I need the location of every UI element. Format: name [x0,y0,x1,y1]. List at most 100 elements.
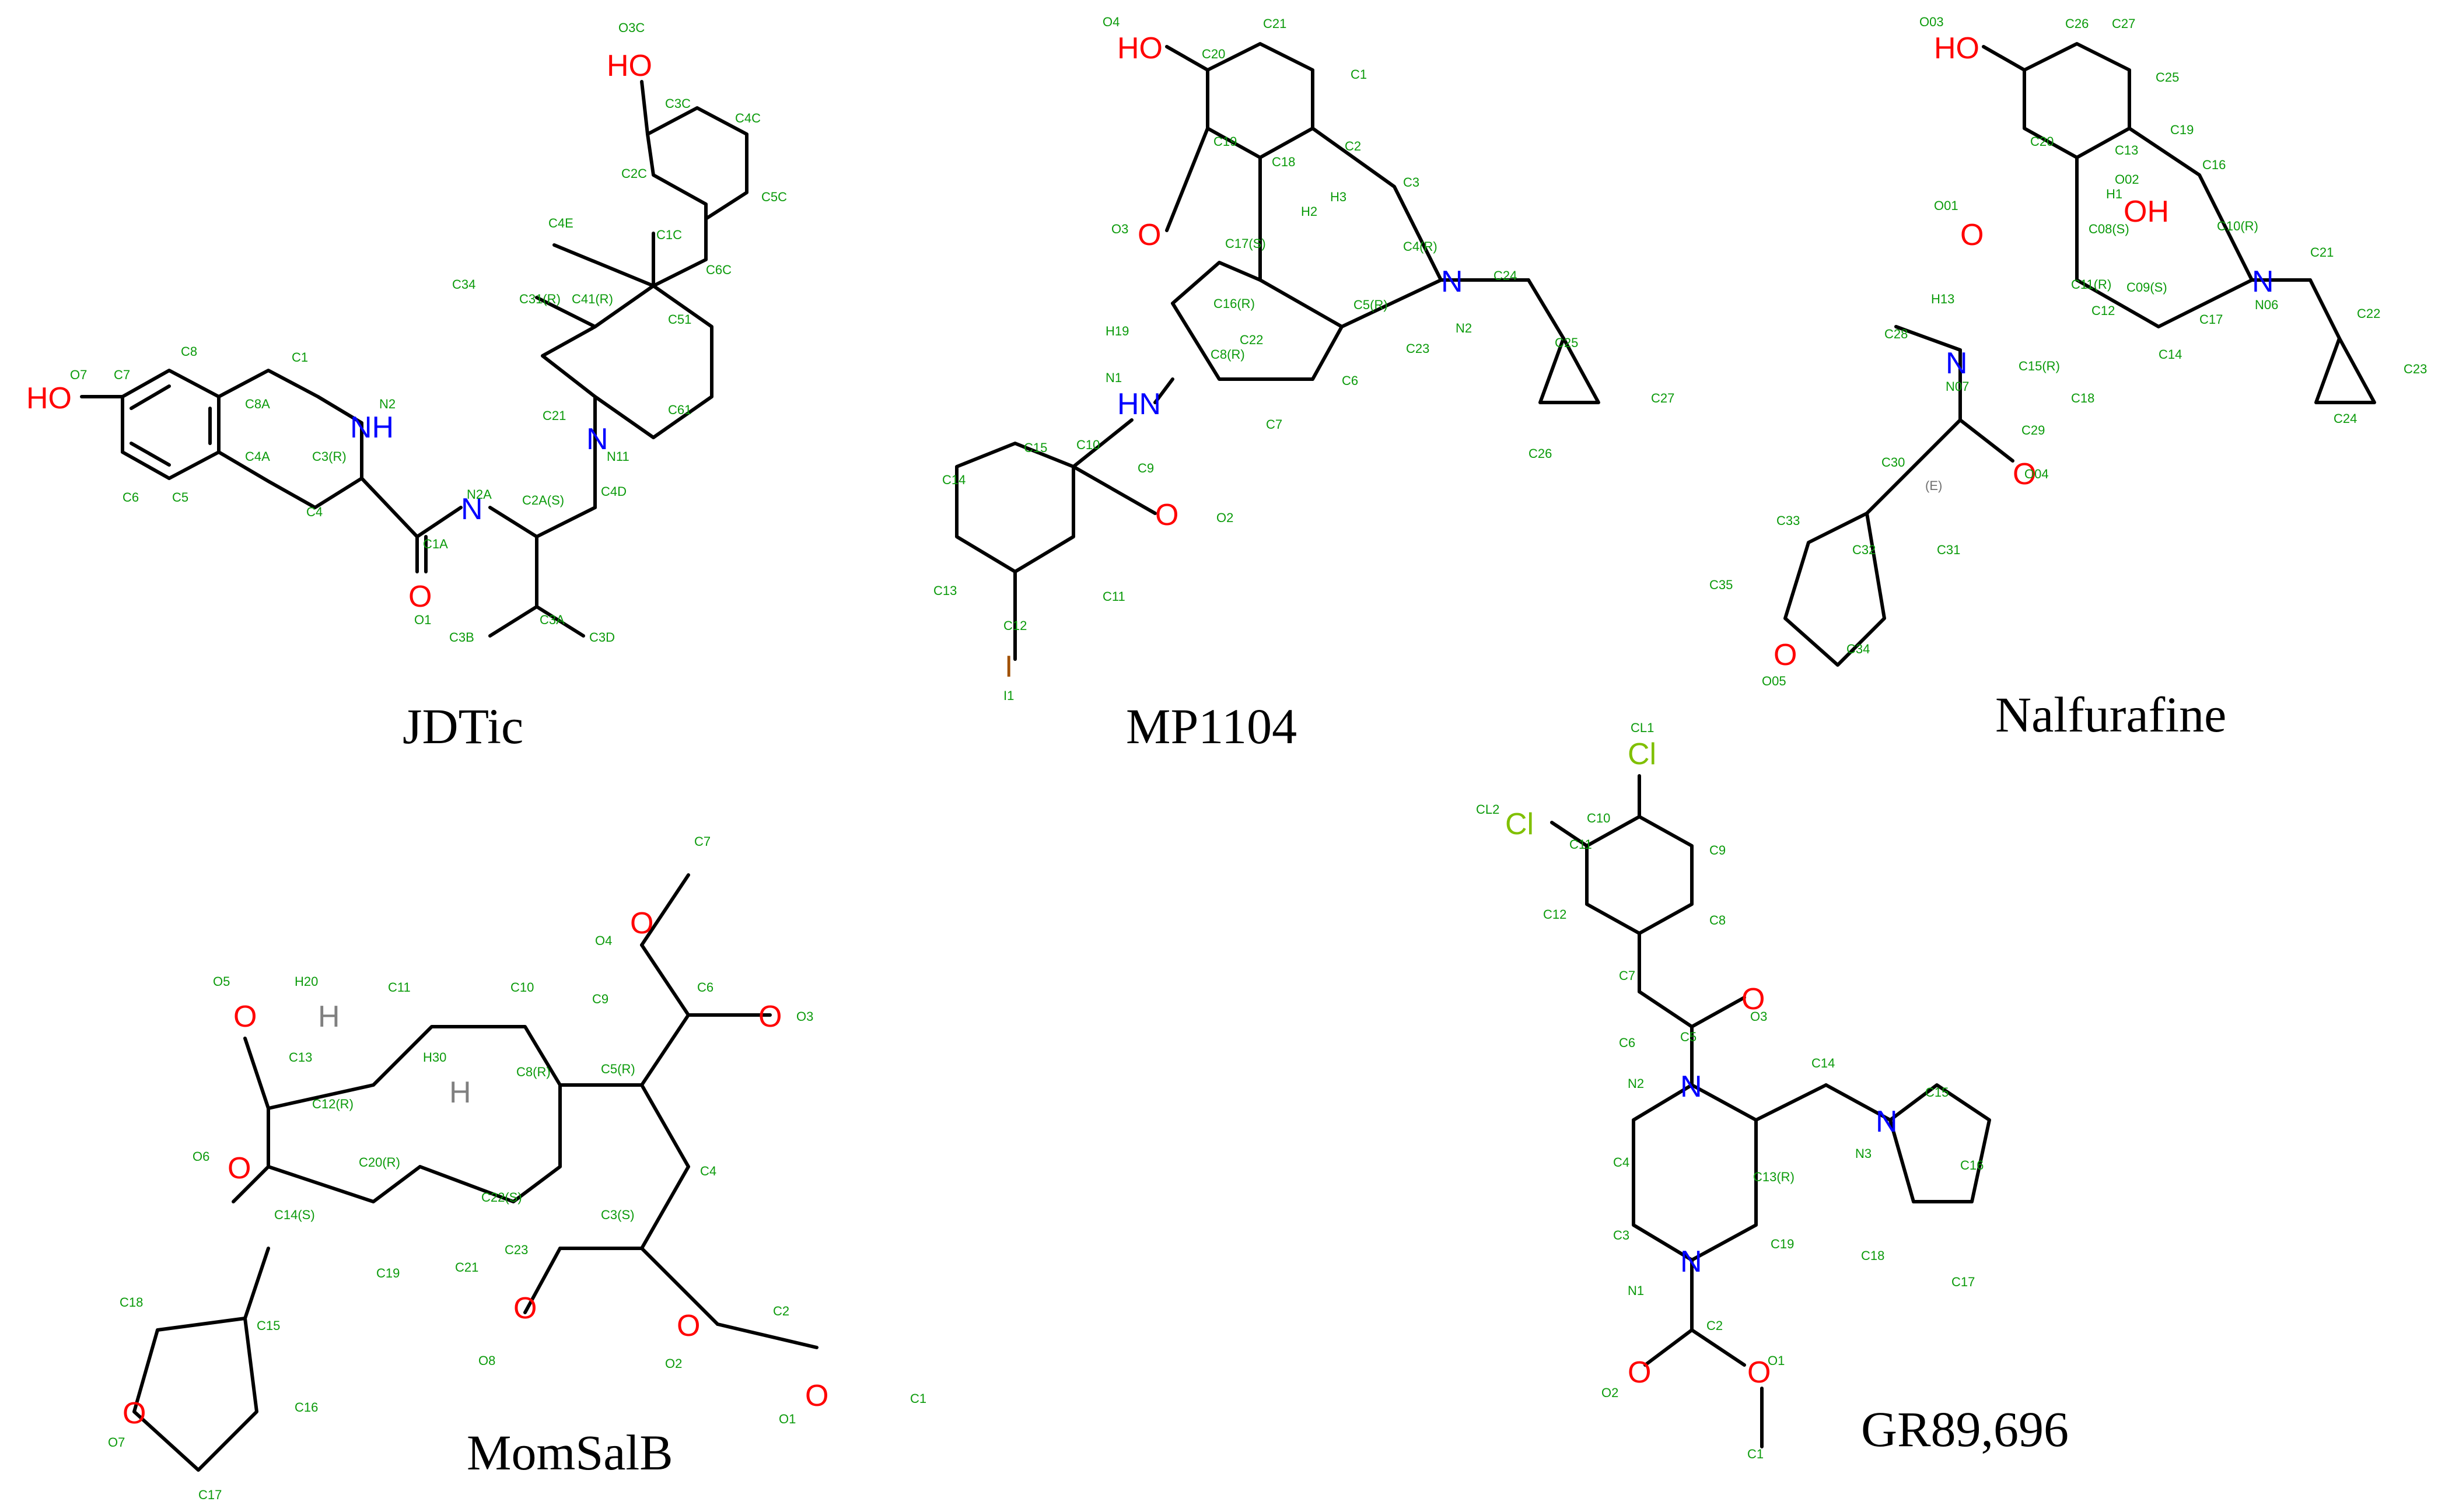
atom-label: C14 [942,473,966,487]
atom-label: C16 [295,1400,318,1415]
atom-label: C26 [2065,16,2089,31]
atom-label: O4 [1103,15,1120,29]
atom-label: O5 [213,974,230,989]
atom-label: C10 [510,980,534,995]
atom-label: C12(R) [312,1097,354,1111]
molecule-mp1104: HO O N HN O I [955,32,1600,684]
atom-label: O1 [779,1412,796,1426]
atom-label: C9 [592,992,608,1006]
gr-cl2-label: Cl [1505,807,1534,841]
nalfurafine-o05-label: O [1774,638,1797,672]
atom-label: O03 [1919,15,1944,29]
atom-label: C13 [933,583,957,598]
atom-label: I1 [1003,688,1014,703]
atom-label: C3 [1403,175,1419,190]
mp1104-i-label: I [1005,650,1013,684]
atom-label: C27 [2112,16,2135,31]
atom-label: C6 [1342,373,1358,388]
atom-label: O3 [796,1009,813,1024]
atom-label: C12 [1543,907,1566,922]
atom-label: C21 [1263,16,1286,31]
atom-label: C27 [1651,391,1674,405]
nalfurafine-oh-label: HO [1934,32,1979,65]
atom-label: C11 [1569,837,1592,852]
atom-label: C7 [114,368,130,382]
atom-label: C23 [505,1242,528,1257]
atom-label: N1 [1628,1283,1644,1298]
momsalb-o6-label: O [228,1152,251,1185]
atom-label: C8 [1709,913,1726,928]
atom-label: C61 [668,402,691,417]
atom-label: O1 [414,612,431,627]
jdtic-oh-label: HO [26,382,72,415]
atom-label: N1 [1106,370,1122,385]
atom-label: C24 [1493,268,1517,283]
atom-label: C16 [2202,158,2226,172]
atom-label: C11 [1103,589,1125,604]
atom-label: C23 [2404,362,2427,376]
gr-n1-label: N [1680,1245,1702,1279]
atom-label: C28 [1884,327,1908,341]
atom-label: N07 [1946,379,1969,394]
atom-label: N11 [607,449,629,464]
atom-label: C21 [543,408,566,423]
atom-label: C3(S) [601,1208,634,1222]
mp1104-o2-label: O [1155,498,1178,532]
atom-label: C20 [1202,47,1225,61]
mp1104-o3-label: O [1138,218,1161,252]
caption-jdtic: JDTic [403,698,524,754]
atom-label: C12 [2091,303,2115,318]
atom-label: C3A [540,612,565,627]
atom-label: C8(R) [1211,347,1245,362]
molecule-nalfurafine: HO O OH N N O O [1774,32,2376,672]
atom-label: C7 [1266,417,1282,432]
atom-label: N2 [1628,1076,1644,1091]
momsalb-o4-label: O [630,907,653,940]
atom-label: O2 [665,1356,682,1371]
atom-label: C14 [2159,347,2182,362]
atom-label: C18 [1272,155,1295,169]
atom-label: N2 [379,397,396,411]
atom-label: N2A [467,487,492,502]
nalfurafine-o02-label: OH [2124,195,2169,229]
atom-label: C6 [123,490,139,505]
atom-label: C31 [1937,542,1960,557]
atom-label: C9 [1138,461,1154,475]
atom-label: C15(R) [2019,359,2060,373]
atom-label: O2 [1601,1385,1618,1400]
momsalb-o5-label: O [233,1000,257,1034]
atom-label: C33 [1776,513,1800,528]
nalfurafine-o01-label: O [1960,218,1984,252]
atom-label: C11(R) [2071,277,2111,292]
gr-n2-label: N [1680,1070,1702,1104]
atom-label: C14(S) [274,1208,315,1222]
atom-label: H20 [295,974,318,989]
atom-label: C22 [2357,306,2380,321]
molecule-momsalb: O O O O O O O O H H [123,873,828,1472]
atom-label: C2 [1706,1318,1723,1333]
atom-label: C4C [735,111,761,125]
atom-label: O02 [2115,172,2139,187]
momsalb-o8-label: O [513,1292,537,1325]
atom-label: O8 [478,1353,495,1368]
atom-label: C35 [1709,578,1733,592]
atom-label: CL1 [1631,720,1654,735]
atom-label: C26 [1528,446,1552,461]
atom-label: C13 [289,1050,312,1065]
atom-label: C4 [1613,1155,1629,1170]
atom-label: C30 [1881,455,1905,470]
atom-label: O05 [1762,674,1786,688]
atom-label: C6C [706,262,732,277]
atom-label: C9 [1709,843,1726,858]
atom-label: C19 [1213,134,1237,149]
atom-label: C20 [2030,134,2054,149]
nalfurafine-o04-label: O [2013,457,2036,491]
atom-label: C3 [1613,1228,1629,1242]
atom-label: O1 [1768,1353,1785,1368]
jdtic-n2a-label: N [461,492,483,526]
gr-o1-label: O [1747,1356,1771,1390]
jdtic-n11-label: N [586,422,608,456]
atom-label: C7 [1619,968,1635,983]
molecule-gr89696: Cl Cl O N N N O O [1505,737,1991,1448]
